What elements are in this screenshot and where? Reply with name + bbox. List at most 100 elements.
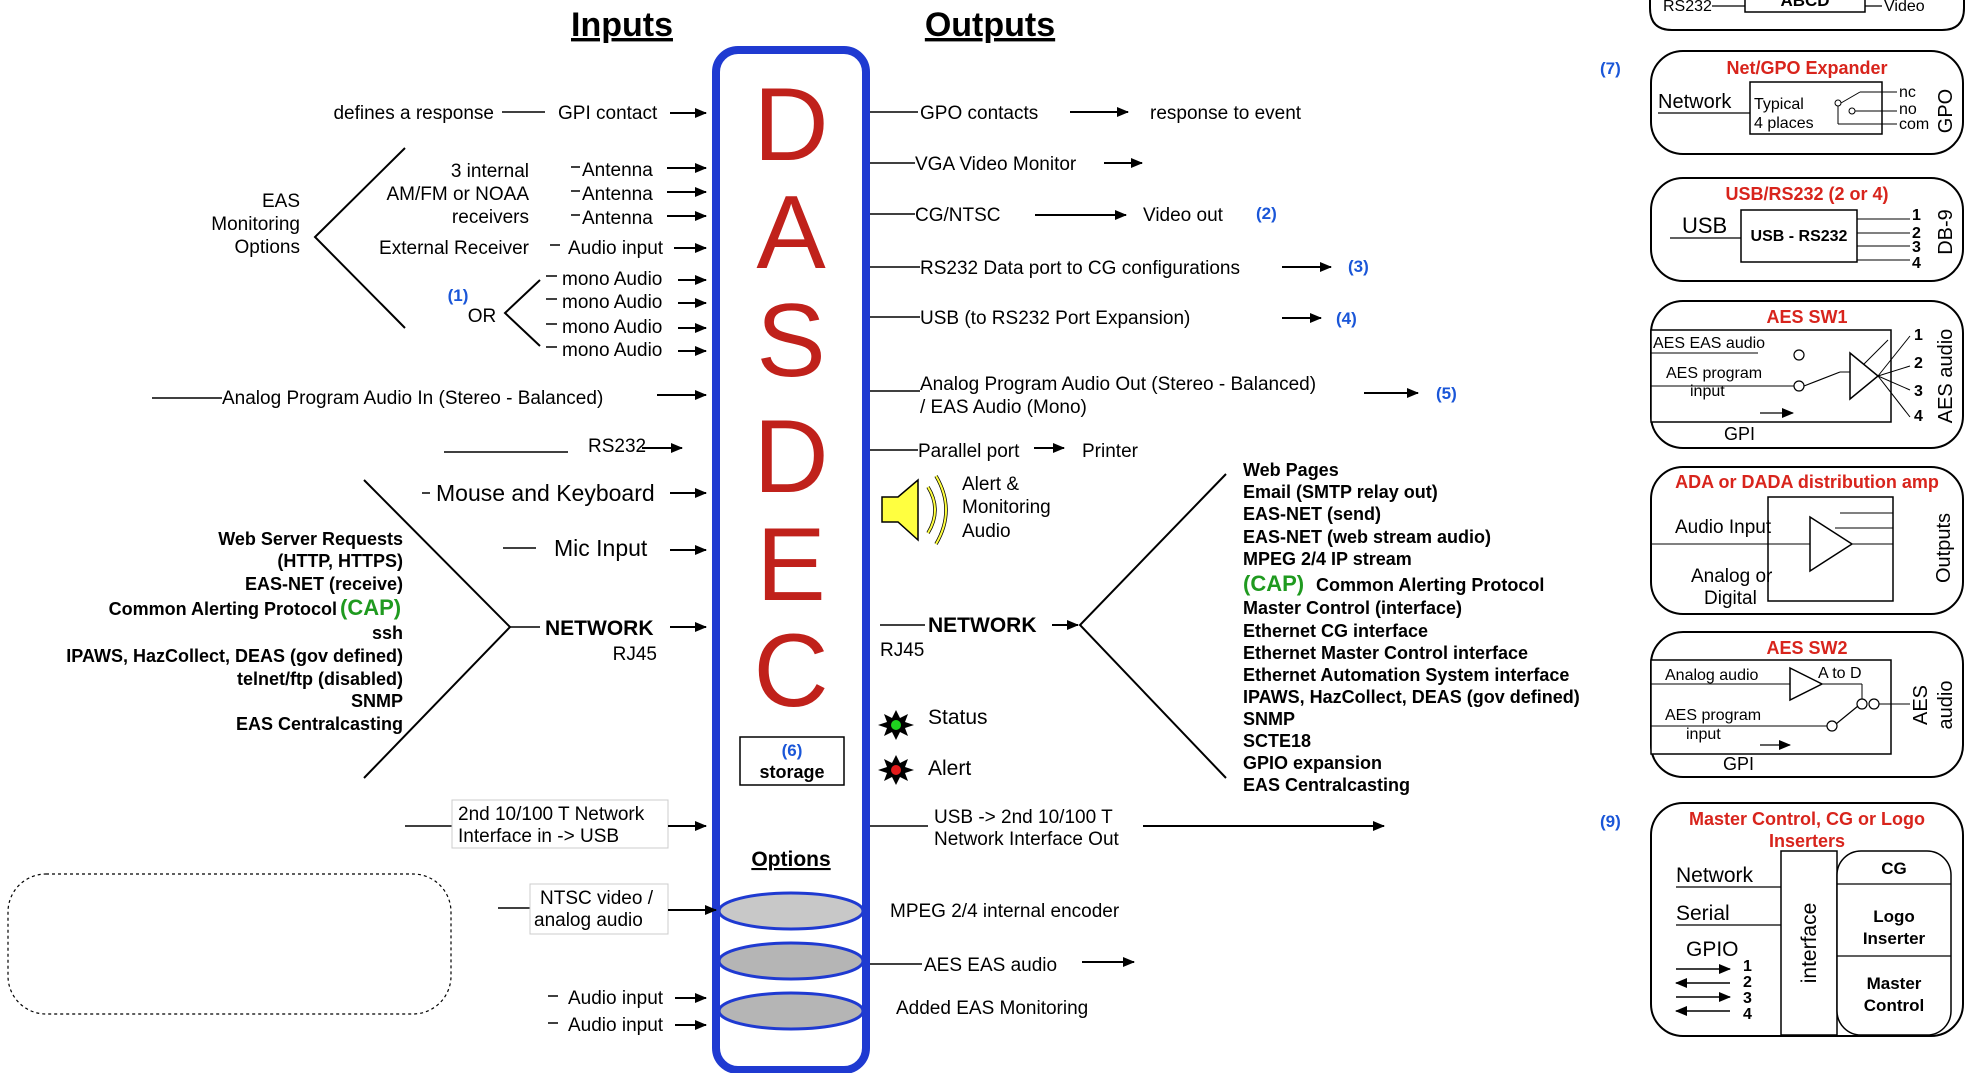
in-net-item-6: telnet/ftp (disabled) bbox=[237, 669, 403, 689]
response-to-event-label: response to event bbox=[1150, 103, 1302, 124]
aes1-side-label: AES audio bbox=[1935, 329, 1957, 424]
note-4: (4) bbox=[1336, 309, 1357, 328]
aes1-prog-2: input bbox=[1690, 383, 1725, 400]
mc-logo-1: Logo bbox=[1873, 907, 1915, 926]
internal-receivers-1: 3 internal bbox=[451, 161, 529, 182]
or-bracket bbox=[503, 279, 541, 347]
mc-pin-1: 1 bbox=[1743, 958, 1752, 975]
in-net-item-5: IPAWS, HazCollect, DEAS (gov defined) bbox=[66, 646, 403, 666]
antenna-label-3: Antenna bbox=[582, 208, 653, 229]
aes2-analog-label: Analog audio bbox=[1665, 667, 1759, 684]
blank-callout-box bbox=[7, 873, 452, 1015]
usb-box-label: USB - RS232 bbox=[1751, 228, 1848, 245]
input-network-label: NETWORK bbox=[545, 617, 654, 640]
gpo-no: no bbox=[1899, 101, 1917, 118]
ada-analog-2: Digital bbox=[1704, 588, 1757, 609]
letter-a: A bbox=[756, 175, 826, 291]
aes2-atod-label: A to D bbox=[1818, 665, 1862, 682]
internal-receivers-2: AM/FM or NOAA bbox=[386, 184, 529, 205]
ada-side-label: Outputs bbox=[1933, 513, 1955, 583]
output-network-bracket bbox=[1078, 473, 1227, 779]
top-video-label: Video bbox=[1884, 0, 1925, 15]
aes1-prog-1: AES program bbox=[1666, 365, 1762, 382]
top-abcd-label: ABCD bbox=[1780, 0, 1829, 10]
mono-audio-3: mono Audio bbox=[562, 317, 662, 338]
alert-audio-label-2: Monitoring bbox=[962, 497, 1051, 518]
out-net-item-10: IPAWS, HazCollect, DEAS (gov defined) bbox=[1243, 687, 1580, 707]
in-net-item-1: (HTTP, HTTPS) bbox=[277, 551, 403, 571]
output-rj45-label: RJ45 bbox=[880, 640, 924, 661]
usb-usb-label: USB bbox=[1682, 213, 1727, 238]
out-net-item-8: Ethernet Master Control interface bbox=[1243, 643, 1528, 663]
out-net-item-9: Ethernet Automation System interface bbox=[1243, 665, 1569, 685]
gpi-contact-label: GPI contact bbox=[558, 103, 658, 124]
aes1-pin-1: 1 bbox=[1914, 327, 1923, 344]
rs232-out-label: RS232 Data port to CG configurations bbox=[920, 258, 1240, 279]
input-network-list: Web Server Requests (HTTP, HTTPS) EAS-NE… bbox=[66, 529, 403, 734]
out-net-item-4: MPEG 2/4 IP stream bbox=[1243, 549, 1412, 569]
outputs-header: Outputs bbox=[925, 6, 1055, 44]
storage-label: storage bbox=[759, 762, 824, 782]
in-net-item-0: Web Server Requests bbox=[218, 529, 403, 549]
gpo-com: com bbox=[1899, 116, 1929, 133]
gpo-contacts-label: GPO contacts bbox=[920, 103, 1038, 124]
note-1: (1) bbox=[448, 286, 469, 305]
mc-gpio-label: GPIO bbox=[1686, 938, 1739, 961]
option-slot-1 bbox=[717, 891, 865, 931]
mono-audio-2: mono Audio bbox=[562, 292, 662, 313]
net2-in-label-1: 2nd 10/100 T Network bbox=[458, 804, 645, 825]
out-net-item-0: Web Pages bbox=[1243, 460, 1339, 480]
ada-title: ADA or DADA distribution amp bbox=[1675, 472, 1939, 492]
ada-analog-1: Analog or bbox=[1691, 566, 1773, 587]
aes1-title: AES SW1 bbox=[1766, 307, 1847, 327]
note-9: (9) bbox=[1600, 812, 1621, 831]
net-gpo-expander-module: Net/GPO Expander Network Typical 4 place… bbox=[1650, 50, 1964, 155]
mono-audio-inputs: mono Audio mono Audio mono Audio mono Au… bbox=[546, 269, 707, 361]
aes1-pin-3: 3 bbox=[1914, 383, 1923, 400]
note-5: (5) bbox=[1436, 384, 1457, 403]
or-label: OR bbox=[468, 306, 497, 327]
top-module-partial: RS232 ABCD Video bbox=[1649, 0, 1965, 31]
usb-pin-1: 1 bbox=[1912, 207, 1921, 224]
aes1-pin-4: 4 bbox=[1914, 408, 1923, 425]
mc-pin-2: 2 bbox=[1743, 974, 1752, 991]
gpo-nc: nc bbox=[1899, 84, 1916, 101]
output-network-label: NETWORK bbox=[928, 614, 1037, 637]
out-net-item-3: EAS-NET (web stream audio) bbox=[1243, 527, 1491, 547]
mc-cg-label: CG bbox=[1881, 859, 1907, 878]
in-net-item-2: EAS-NET (receive) bbox=[245, 574, 403, 594]
ntsc-in-label-2: analog audio bbox=[534, 910, 643, 931]
mc-logo-2: Inserter bbox=[1863, 929, 1926, 948]
cg-ntsc-label: CG/NTSC bbox=[915, 205, 1001, 226]
status-label: Status bbox=[928, 706, 988, 729]
added-eas-monitoring-label: Added EAS Monitoring bbox=[896, 998, 1088, 1019]
mc-pin-4: 4 bbox=[1743, 1006, 1752, 1023]
aes-sw1-module: AES SW1 AES EAS audio AES program input … bbox=[1650, 300, 1964, 449]
in-net-item-7: SNMP bbox=[351, 691, 403, 711]
analog-out-label-2: / EAS Audio (Mono) bbox=[920, 397, 1087, 418]
alert-led-icon bbox=[878, 755, 914, 785]
mc-title-1: Master Control, CG or Logo bbox=[1689, 809, 1925, 829]
gpo-title: Net/GPO Expander bbox=[1726, 58, 1887, 78]
defines-response-label: defines a response bbox=[333, 103, 494, 124]
analog-out-label-1: Analog Program Audio Out (Stereo - Balan… bbox=[920, 374, 1316, 395]
mouse-keyboard-label: Mouse and Keyboard bbox=[436, 480, 655, 506]
storage-note: (6) bbox=[782, 741, 803, 760]
out-net-item-12: SCTE18 bbox=[1243, 731, 1311, 751]
gpo-network-label: Network bbox=[1658, 91, 1732, 113]
alert-audio-label-3: Audio bbox=[962, 521, 1011, 542]
ada-input-label: Audio Input bbox=[1675, 517, 1772, 538]
status-led-icon bbox=[878, 710, 914, 740]
mc-master-2: Control bbox=[1864, 996, 1924, 1015]
master-control-module: Master Control, CG or Logo Inserters Net… bbox=[1650, 802, 1964, 1037]
option-slot-2 bbox=[717, 941, 865, 981]
input-rj45-label: RJ45 bbox=[613, 644, 657, 665]
aes2-title: AES SW2 bbox=[1766, 638, 1847, 658]
in-cap-label: (CAP) bbox=[340, 595, 401, 620]
in-net-item-3: Common Alerting Protocol bbox=[109, 599, 337, 619]
out-net-item-14: EAS Centralcasting bbox=[1243, 775, 1410, 795]
antenna-label-1: Antenna bbox=[582, 160, 653, 181]
aes-sw2-module: AES SW2 Analog audio A to D AES program … bbox=[1650, 631, 1964, 778]
inputs-header: Inputs bbox=[571, 6, 673, 44]
